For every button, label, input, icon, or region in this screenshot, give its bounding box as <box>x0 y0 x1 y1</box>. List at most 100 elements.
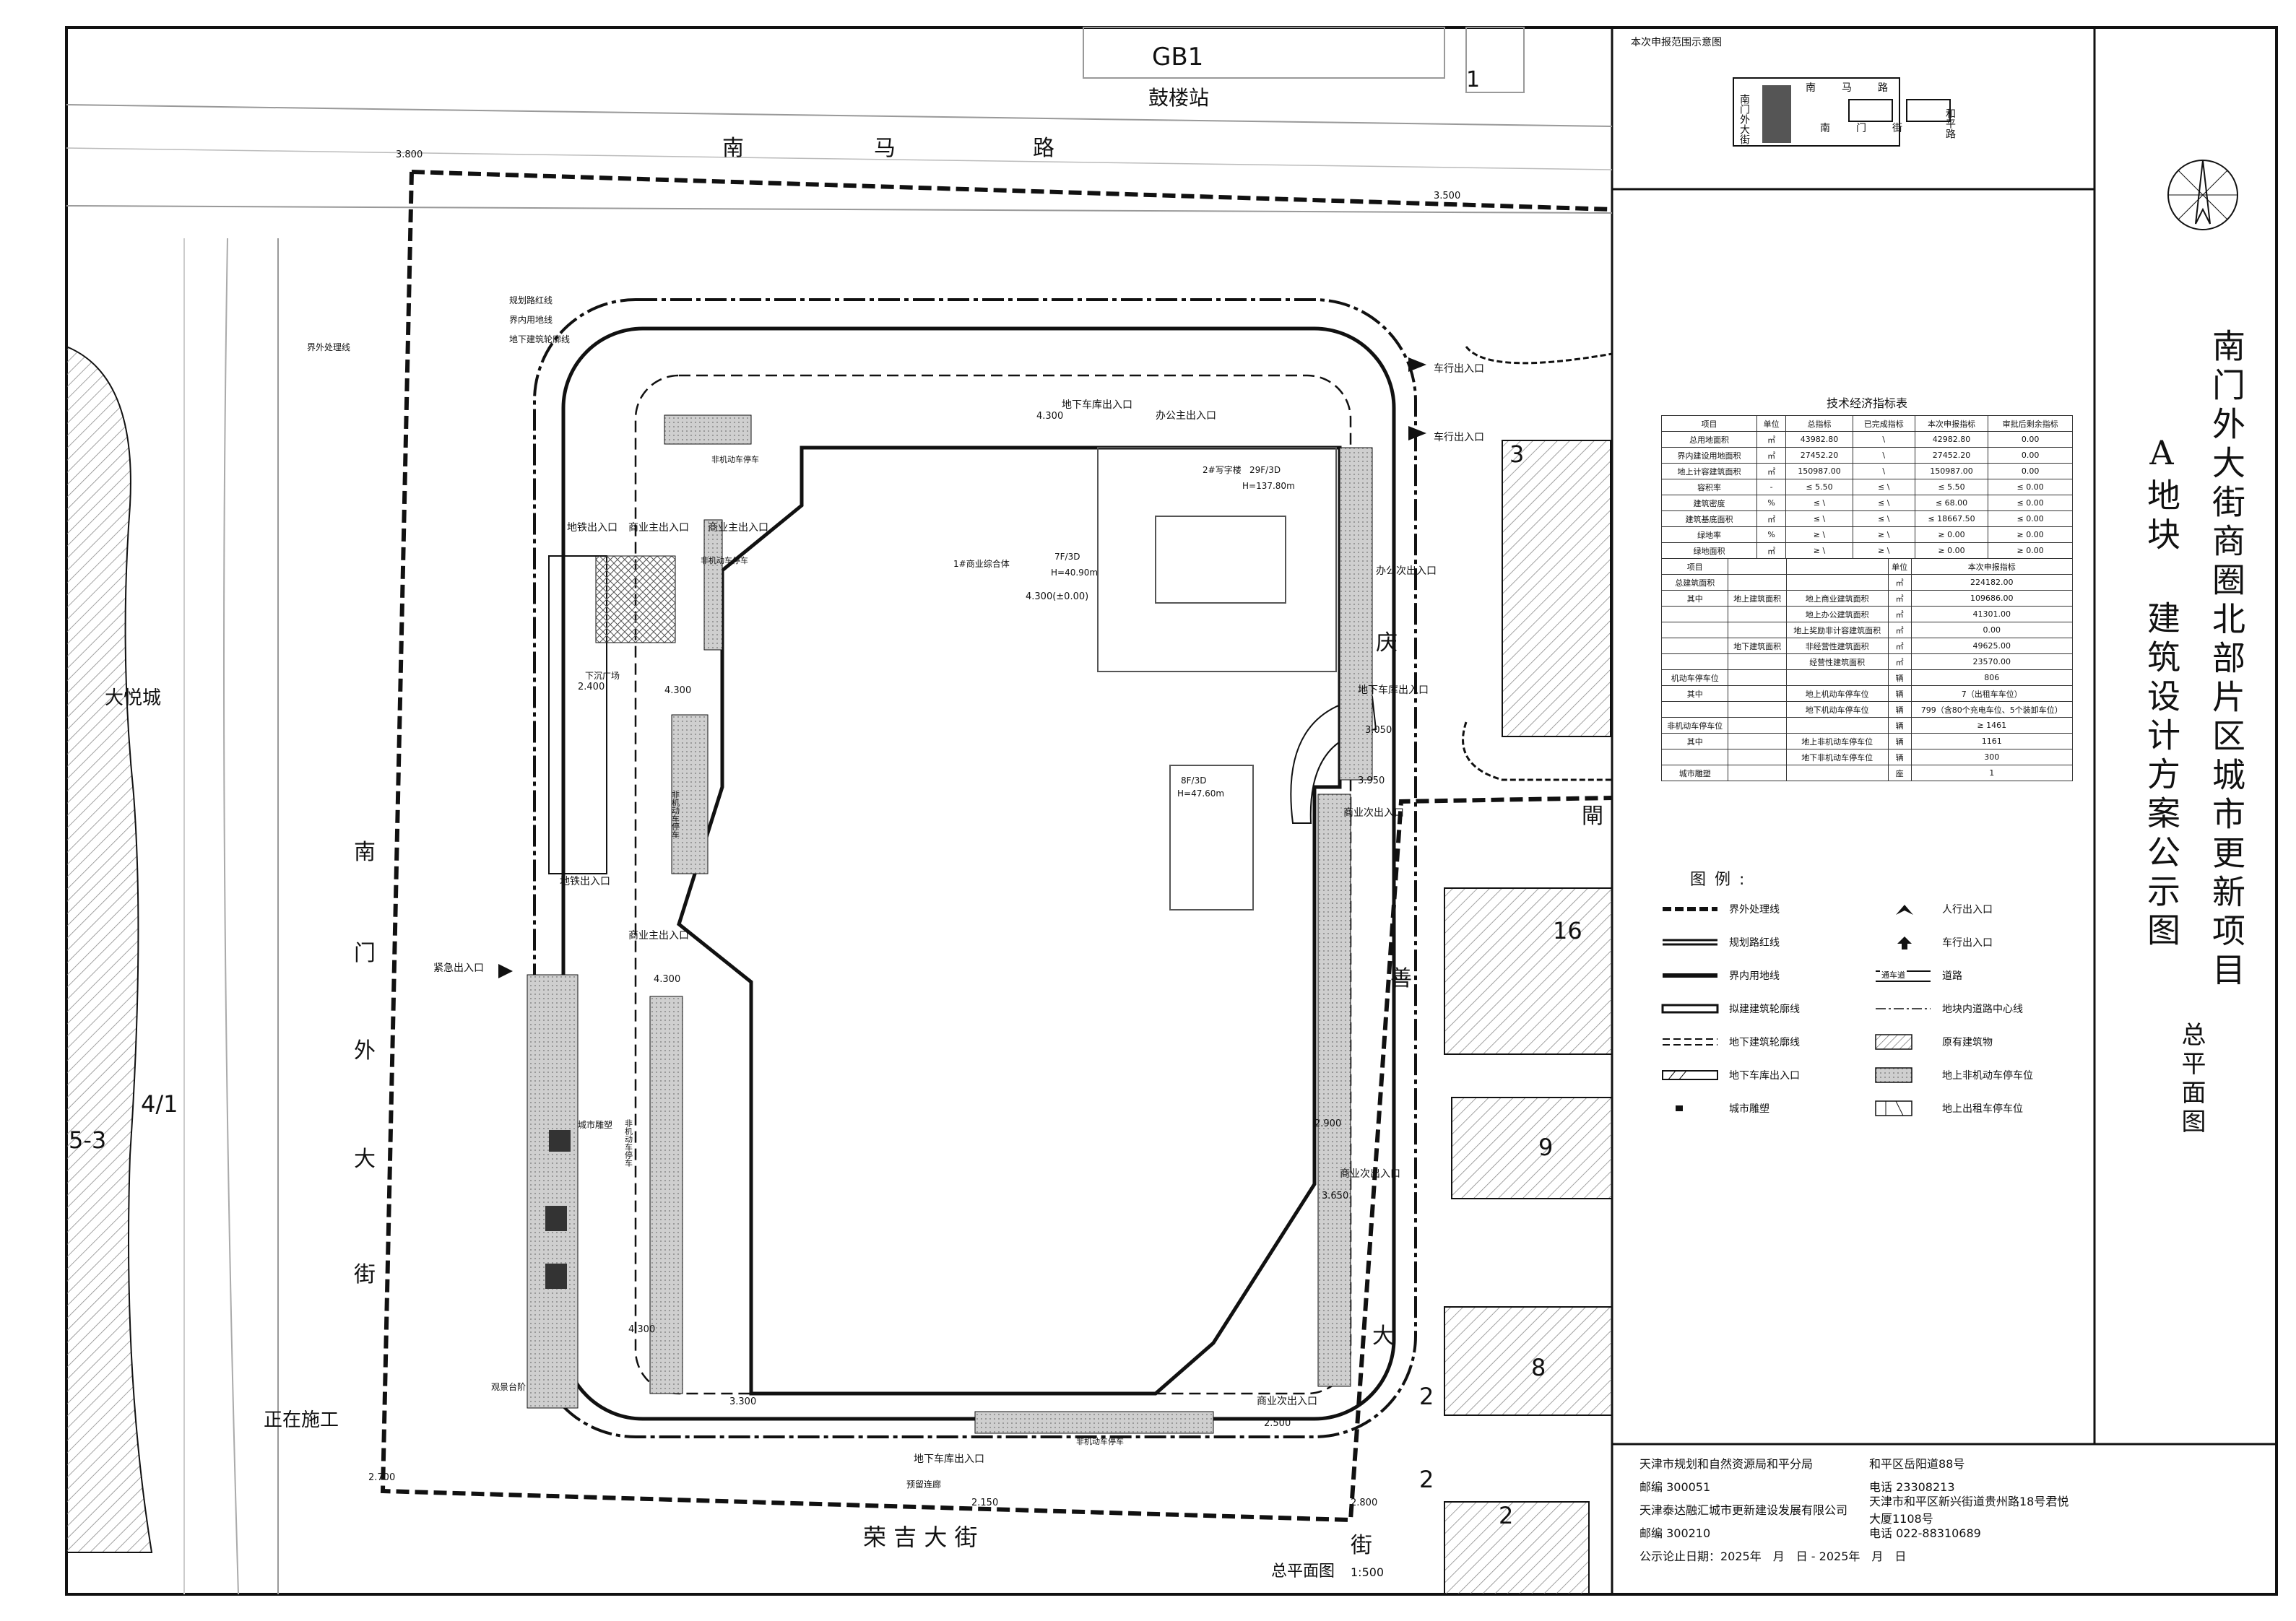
tech-table2-cell <box>1660 638 1729 654</box>
tech-table2-cell <box>1785 765 1889 781</box>
lbl-bike-w2: 非机动车停车 <box>624 1119 633 1168</box>
tech-table2-cell: 地上办公建筑面积 <box>1785 606 1889 622</box>
tech-table2-cell: 项目 <box>1660 558 1729 575</box>
legend-item: 界外处理线 <box>1661 900 1860 918</box>
legend-label: 车行出入口 <box>1942 937 1993 949</box>
tech-table2-cell <box>1660 701 1729 718</box>
planning-red-line <box>533 298 1417 1438</box>
block-3-label: 3 <box>1509 440 1524 468</box>
tech-table1-cell: ㎡ <box>1756 542 1787 559</box>
road-symbol-icon: 通车道 <box>1874 967 1932 984</box>
outer-boundary-line <box>380 170 1613 1523</box>
block-2b-label: 2 <box>1419 1466 1434 1493</box>
plaza-west-strip <box>527 974 579 1409</box>
legend-item: 规划路红线 <box>1661 933 1860 952</box>
block-dayuecheng: 大悦城 <box>105 687 161 709</box>
lbl-boundary-line: 界外处理线 <box>307 342 350 352</box>
tech-table2-cell: 辆 <box>1887 701 1912 718</box>
basement-symbol-icon <box>1661 1033 1719 1051</box>
building-1-footprint <box>677 446 1342 1396</box>
east-road-char: 庆 <box>1376 630 1398 656</box>
legend-label: 界内用地线 <box>1729 970 1780 982</box>
lbl-plaza-sunken: 下沉广场 <box>585 671 620 681</box>
tech-table1-cell: 地上计容建筑面积 <box>1661 463 1757 479</box>
east-road-top: 閘 <box>1582 804 1603 829</box>
tech-table1-cell: 已完成指标 <box>1852 415 1915 432</box>
legend-label: 人行出入口 <box>1942 904 1993 916</box>
tech-table2-cell: 非经营性建筑面积 <box>1785 638 1889 654</box>
sculpture-icon-3 <box>545 1264 567 1289</box>
tech-table2-cell: ㎡ <box>1887 622 1912 638</box>
legend-label: 规划路红线 <box>1729 937 1780 949</box>
existing-building-9 <box>1451 1097 1613 1199</box>
west-road-char: 大 <box>354 1147 376 1172</box>
tech-table2-cell: 其中 <box>1660 685 1729 702</box>
lbl-commerce-se: 商业次出入口 <box>1257 1396 1317 1407</box>
bike-parking-north <box>664 414 752 445</box>
tech-table2-cell <box>1785 558 1889 575</box>
west-road-char: 南 <box>354 840 376 865</box>
sculpture-icon-1 <box>549 1130 571 1152</box>
bike-parking-west2 <box>649 996 683 1394</box>
tech-table1-cell: ㎡ <box>1756 463 1787 479</box>
east-road-char: 街 <box>1351 1533 1372 1558</box>
sculpture-symbol-icon <box>1661 1100 1719 1117</box>
plan-caption-scale: 1:500 <box>1351 1565 1384 1579</box>
lbl-elev-zero: 4.300(±0.00) <box>1026 591 1088 602</box>
existing-building-3 <box>1502 440 1611 737</box>
tech-table1-cell: ≥ \ <box>1852 542 1915 559</box>
tech-table2-cell: 辆 <box>1887 749 1912 765</box>
tech-table1-cell: ≤ \ <box>1852 479 1915 495</box>
tech-table1-cell: 42982.80 <box>1914 431 1989 448</box>
west-road-char: 外 <box>354 1038 376 1064</box>
tech-table2-cell: 224182.00 <box>1910 574 2074 591</box>
tech-table1-cell: ≥ \ <box>1785 542 1853 559</box>
lbl-commerce-sw: 商业主出入口 <box>628 930 689 942</box>
sheet-subtitle: A地块 建筑设计方案公示图 <box>2142 433 2181 952</box>
block-2c-label: 2 <box>1499 1502 1513 1529</box>
lbl-bike-nw: 非机动车停车 <box>701 555 748 565</box>
legend-item: 城市雕塑 <box>1661 1099 1860 1118</box>
tech-table1-cell: ㎡ <box>1756 447 1787 464</box>
north-road-char: 南 <box>722 136 744 161</box>
keymap-road-e: 和平路 <box>1944 108 1956 139</box>
legend-label: 拟建建筑轮廓线 <box>1729 1004 1800 1015</box>
tech-table1-cell: ≤ \ <box>1852 510 1915 527</box>
lbl-tower2-floors: 29F/3D <box>1249 465 1281 475</box>
lbl-metro-entry-w: 地铁出入口 <box>560 876 610 887</box>
lbl-garage-s: 地下车库出入口 <box>914 1453 984 1465</box>
tech-table2-cell: ㎡ <box>1887 574 1912 591</box>
lbl-garage-exit-n: 地下车库出入口 <box>1062 399 1132 411</box>
keymap-title: 本次申报范围示意图 <box>1631 37 1722 48</box>
ped-symbol-icon <box>1874 900 1932 918</box>
tech-table2-cell: 辆 <box>1887 669 1912 686</box>
footer-addr1: 和平区岳阳道88号 <box>1869 1457 1965 1471</box>
lbl-complex1-height: H=40.90m <box>1051 568 1098 578</box>
building-symbol-icon <box>1661 1000 1719 1017</box>
tech-table1-cell: 审批后剩余指标 <box>1988 415 2073 432</box>
tech-table1-cell: ≤ 0.00 <box>1988 510 2073 527</box>
tech-table1-cell: ≤ \ <box>1785 495 1853 511</box>
tech-table1-cell: 0.00 <box>1988 447 2073 464</box>
garage-symbol-icon <box>1661 1066 1719 1084</box>
tech-table2-cell: 地上商业建筑面积 <box>1785 590 1889 607</box>
legend: 图例: 界外处理线人行出入口规划路红线车行出入口界内用地线通车道道路拟建建筑轮廓… <box>1661 866 2073 1118</box>
tech-table2-cell: 单位 <box>1887 558 1912 575</box>
north-arrow-icon <box>2167 160 2238 230</box>
tech-table2-cell <box>1728 717 1787 734</box>
tech-table2-cell: 806 <box>1910 669 2074 686</box>
tech-table1-cell: 总用地面积 <box>1661 431 1757 448</box>
lbl-podium8-h: H=47.60m <box>1177 788 1224 799</box>
tech-table1-cell: ≥ 0.00 <box>1914 526 1989 543</box>
footer-tel1: 电话 23308213 <box>1869 1480 1955 1494</box>
tech-table2-cell: 799（含80个充电车位、5个装卸车位） <box>1910 701 2074 718</box>
footer-addr2: 天津市和平区新兴街道贵州路18号君悦大厦1108号 <box>1869 1495 2069 1526</box>
keymap-road-n2: 马 <box>1842 82 1852 94</box>
tech-table1-cell: 本次申报指标 <box>1914 415 1989 432</box>
